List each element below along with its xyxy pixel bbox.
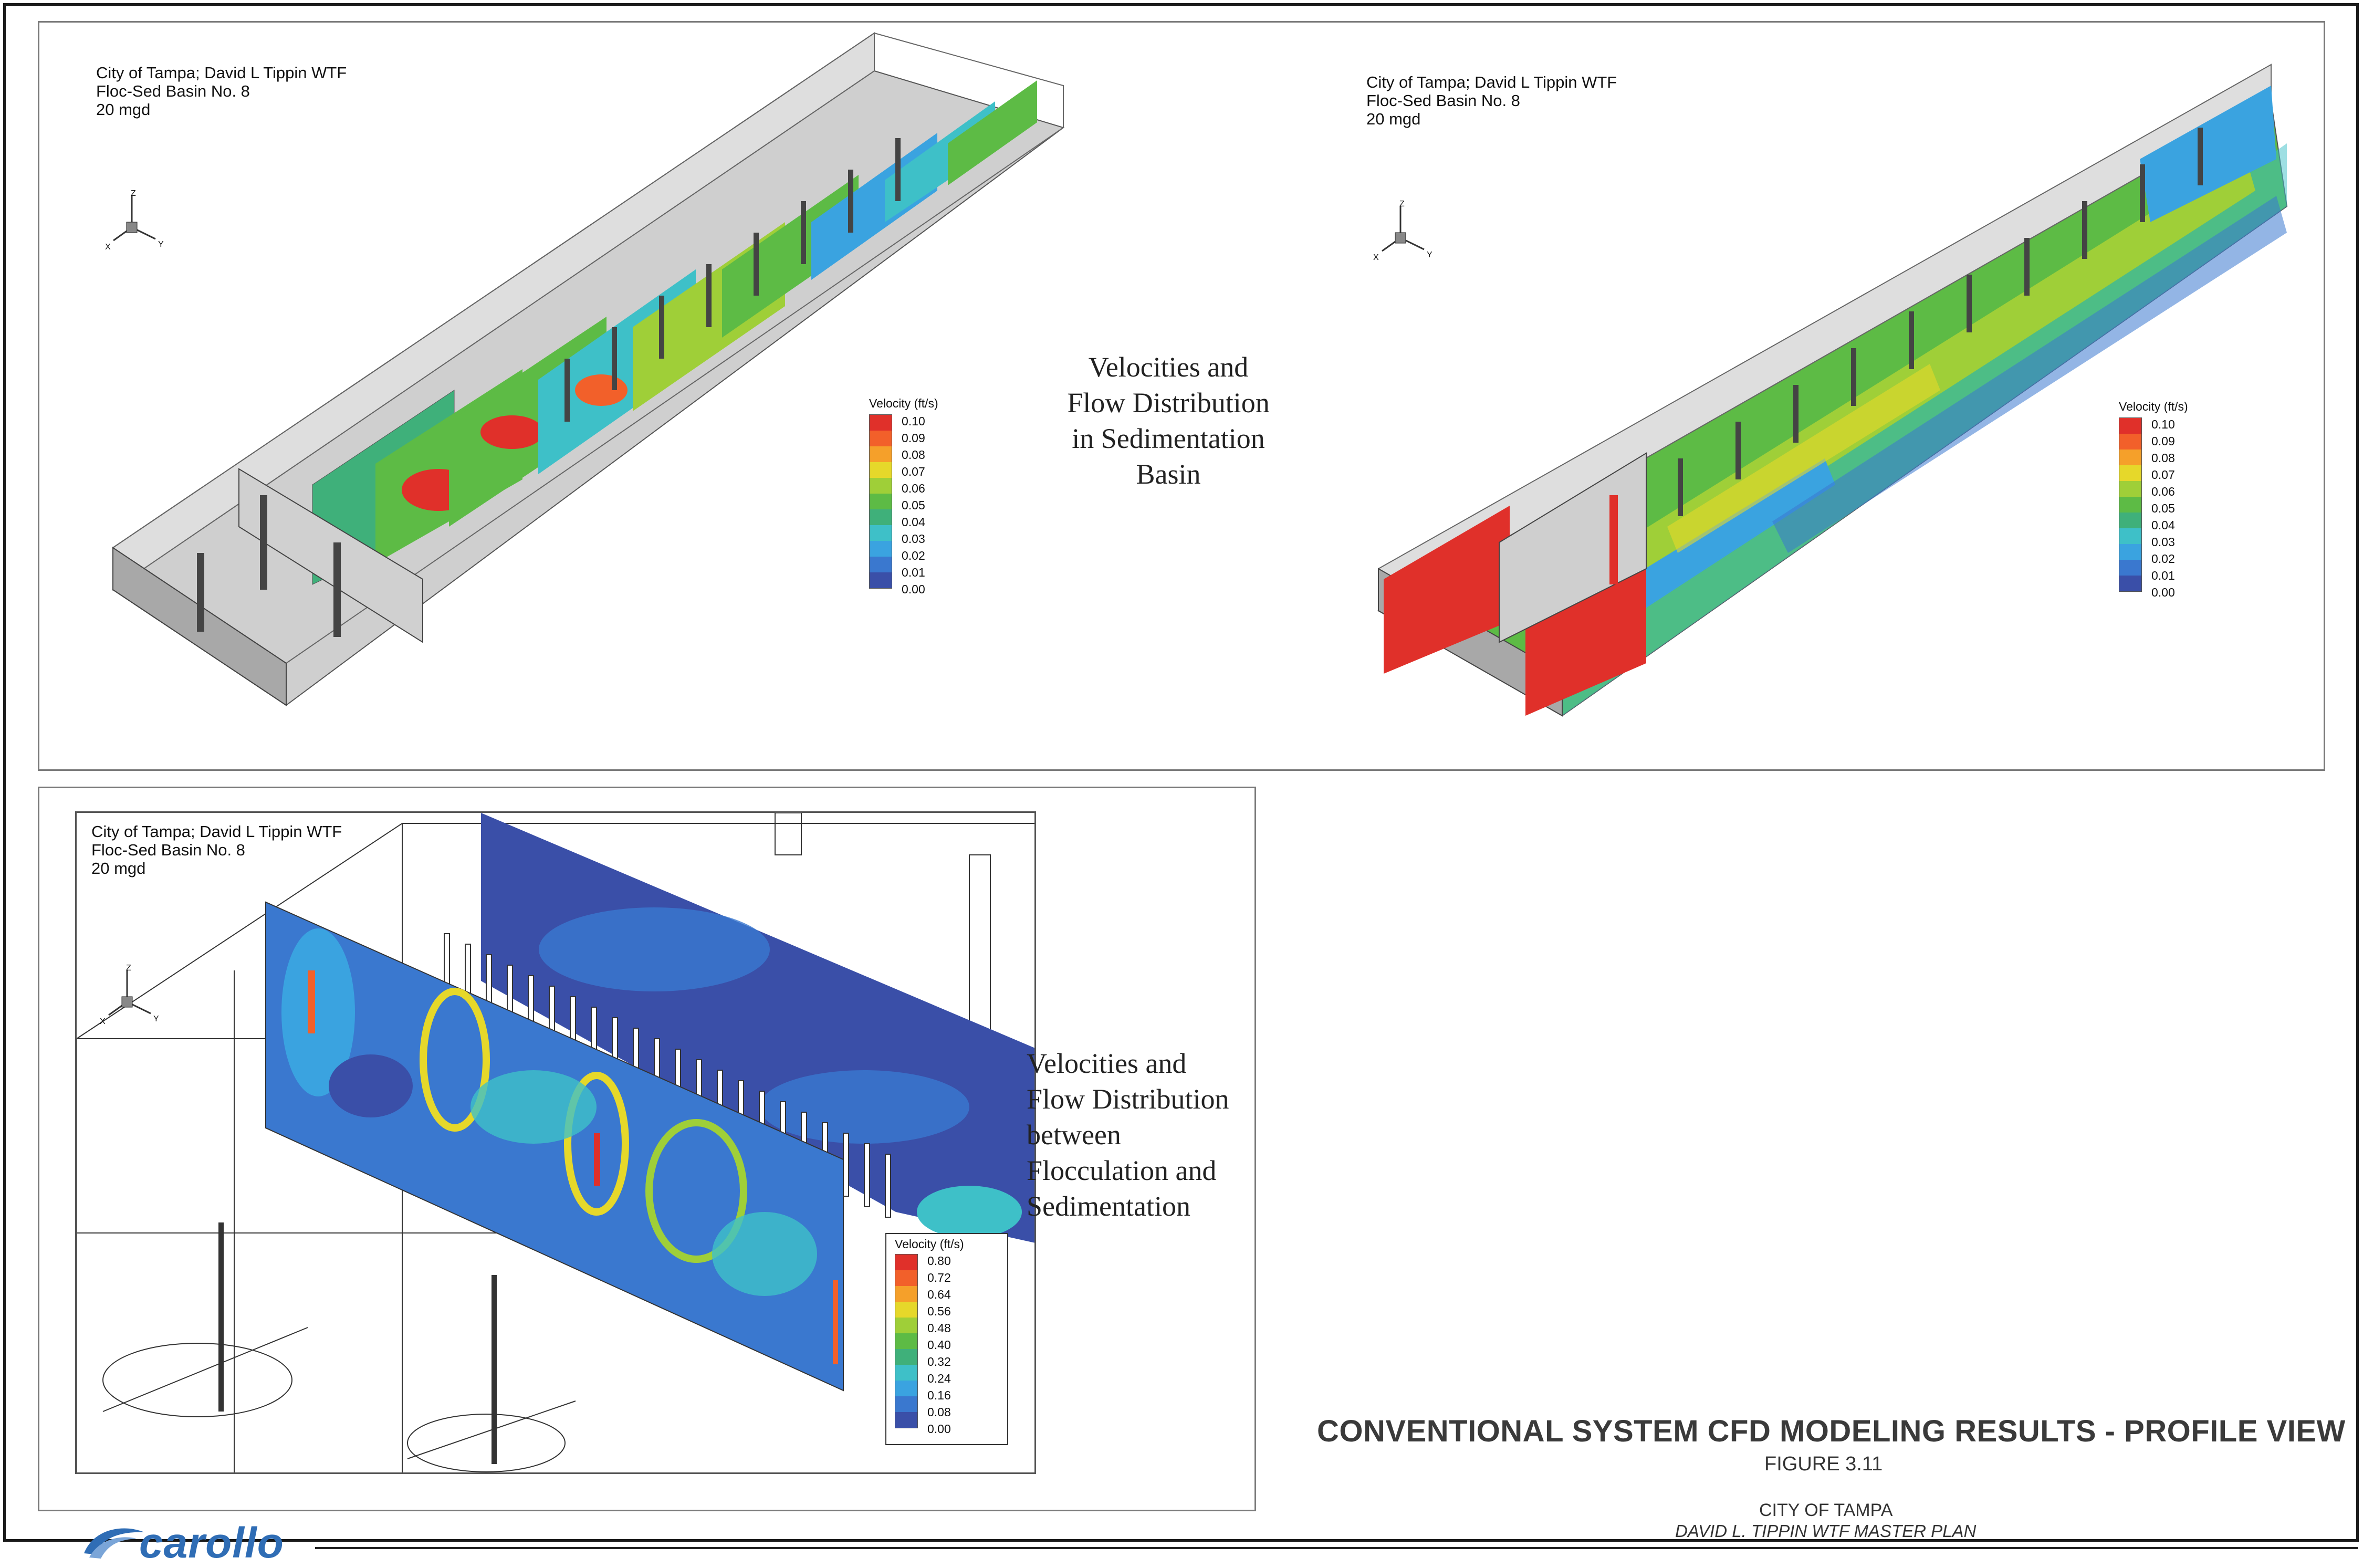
axis-label-z: Z	[131, 189, 136, 198]
info-line: 20 mgd	[91, 859, 146, 877]
figure-title: CONVENTIONAL SYSTEM CFD MODELING RESULTS…	[1317, 1414, 2346, 1448]
axis-label-y: Y	[1427, 250, 1433, 259]
legend-color-scale	[869, 414, 892, 589]
legend-tick: 0.02	[902, 549, 925, 562]
legend-title: Velocity (ft/s)	[869, 396, 938, 410]
legend-title: Velocity (ft/s)	[2119, 400, 2188, 413]
caption-line: Sedimentation	[1027, 1190, 1190, 1222]
carollo-logo-text: carollo	[139, 1519, 284, 1567]
axis-label-x: X	[105, 243, 111, 252]
axis-label-z: Z	[126, 964, 131, 973]
legend-tick: 0.07	[2151, 468, 2175, 482]
legend-tick: 0.02	[2151, 552, 2175, 566]
caption-line: Flow Distribution	[1067, 387, 1270, 419]
caption-line: Velocities and	[1088, 351, 1249, 383]
floc-sed-caption: Velocities and Flow Distribution between…	[1027, 1046, 1252, 1224]
legend-tick: 0.10	[902, 414, 925, 428]
legend-tick: 0.24	[927, 1372, 951, 1385]
legend-tick: 0.06	[902, 482, 925, 495]
sedimentation-basin-render-left	[112, 32, 1065, 706]
project-name: DAVID L. TIPPIN WTF MASTER PLAN	[1675, 1521, 1977, 1541]
legend-tick: 0.48	[927, 1321, 951, 1335]
legend-tick: 0.08	[902, 448, 925, 462]
legend-tick: 0.07	[902, 465, 925, 478]
client-name: CITY OF TAMPA	[1759, 1500, 1893, 1520]
axis-triad-icon	[108, 970, 151, 1016]
legend-tick: 0.08	[2151, 451, 2175, 465]
legend-tick: 0.05	[2151, 501, 2175, 515]
top-right-info: City of Tampa; David L Tippin WTF Floc-S…	[1366, 73, 1617, 128]
caption-line: Flow Distribution	[1027, 1083, 1229, 1115]
legend-tick: 0.40	[927, 1338, 951, 1352]
axis-triad-icon	[113, 196, 156, 242]
legend-tick: 0.10	[2151, 417, 2175, 431]
figure-number: FIGURE 3.11	[1764, 1453, 1883, 1475]
legend-tick: 0.05	[902, 498, 925, 512]
title-block-rule	[315, 1547, 2358, 1549]
legend-tick: 0.00	[2151, 586, 2175, 599]
legend-tick: 0.04	[2151, 518, 2175, 532]
legend-tick: 0.72	[927, 1271, 951, 1284]
top-panel: City of Tampa; David L Tippin WTF Floc-S…	[38, 21, 2325, 771]
legend-tick: 0.03	[2151, 535, 2175, 549]
axis-label-x: X	[100, 1017, 106, 1026]
legend-tick: 0.16	[927, 1388, 951, 1402]
drawing-frame	[3, 3, 2359, 1542]
caption-line: Basin	[1136, 458, 1201, 490]
axis-label-x: X	[1373, 253, 1379, 262]
legend-tick: 0.04	[902, 515, 925, 529]
bottom-left-info: City of Tampa; David L Tippin WTF Floc-S…	[91, 822, 342, 877]
info-line: Floc-Sed Basin No. 8	[96, 82, 250, 100]
sedimentation-caption: Velocities and Flow Distribution in Sedi…	[1063, 349, 1273, 492]
legend-tick: 0.56	[927, 1304, 951, 1318]
info-line: City of Tampa; David L Tippin WTF	[91, 822, 342, 841]
carollo-logo-swoosh-icon	[84, 1528, 144, 1559]
legend-tick: 0.06	[2151, 485, 2175, 498]
legend-tick: 0.01	[2151, 569, 2175, 582]
info-line: Floc-Sed Basin No. 8	[91, 841, 245, 859]
top-left-info: City of Tampa; David L Tippin WTF Floc-S…	[96, 64, 347, 119]
info-line: City of Tampa; David L Tippin WTF	[96, 64, 347, 82]
info-line: 20 mgd	[96, 100, 151, 119]
info-line: 20 mgd	[1366, 110, 1421, 128]
info-line: Floc-Sed Basin No. 8	[1366, 91, 1520, 110]
legend-tick: 0.32	[927, 1355, 951, 1368]
velocity-legend-bottom: Velocity (ft/s) 0.80 0.72 0.64 0.56 0.48…	[885, 1233, 1008, 1445]
caption-line: Flocculation and	[1027, 1155, 1217, 1186]
axis-triad-icon	[1382, 206, 1425, 252]
caption-line: Velocities and	[1027, 1048, 1187, 1079]
info-line: City of Tampa; David L Tippin WTF	[1366, 73, 1617, 91]
velocity-legend-right: Velocity (ft/s) 0.10 0.09 0.08 0.07 0.06…	[2119, 400, 2234, 610]
legend-tick: 0.01	[902, 566, 925, 579]
legend-tick: 0.09	[2151, 434, 2175, 448]
legend-color-scale	[2119, 417, 2142, 592]
legend-tick: 0.09	[902, 431, 925, 445]
sedimentation-basin-render-right	[1377, 64, 2288, 717]
floc-sed-viewport: City of Tampa; David L Tippin WTF Floc-S…	[75, 811, 1036, 1474]
legend-tick: 0.64	[927, 1288, 951, 1301]
legend-tick: 0.00	[927, 1422, 951, 1436]
axis-label-y: Y	[158, 240, 164, 249]
velocity-legend-left: Velocity (ft/s) 0.10 0.09 0.08 0.07 0.06…	[869, 396, 985, 607]
caption-line: between	[1027, 1119, 1121, 1151]
floc-sed-render	[77, 813, 1034, 1472]
legend-tick: 0.00	[902, 582, 925, 596]
bottom-left-panel: City of Tampa; David L Tippin WTF Floc-S…	[38, 787, 1256, 1511]
caption-line: in Sedimentation	[1072, 423, 1265, 454]
legend-color-scale	[895, 1254, 918, 1428]
legend-tick: 0.03	[902, 532, 925, 546]
axis-label-y: Y	[153, 1015, 159, 1023]
axis-label-z: Z	[1399, 200, 1405, 208]
legend-tick: 0.08	[927, 1405, 951, 1419]
legend-title: Velocity (ft/s)	[895, 1237, 964, 1251]
legend-tick: 0.80	[927, 1254, 951, 1268]
